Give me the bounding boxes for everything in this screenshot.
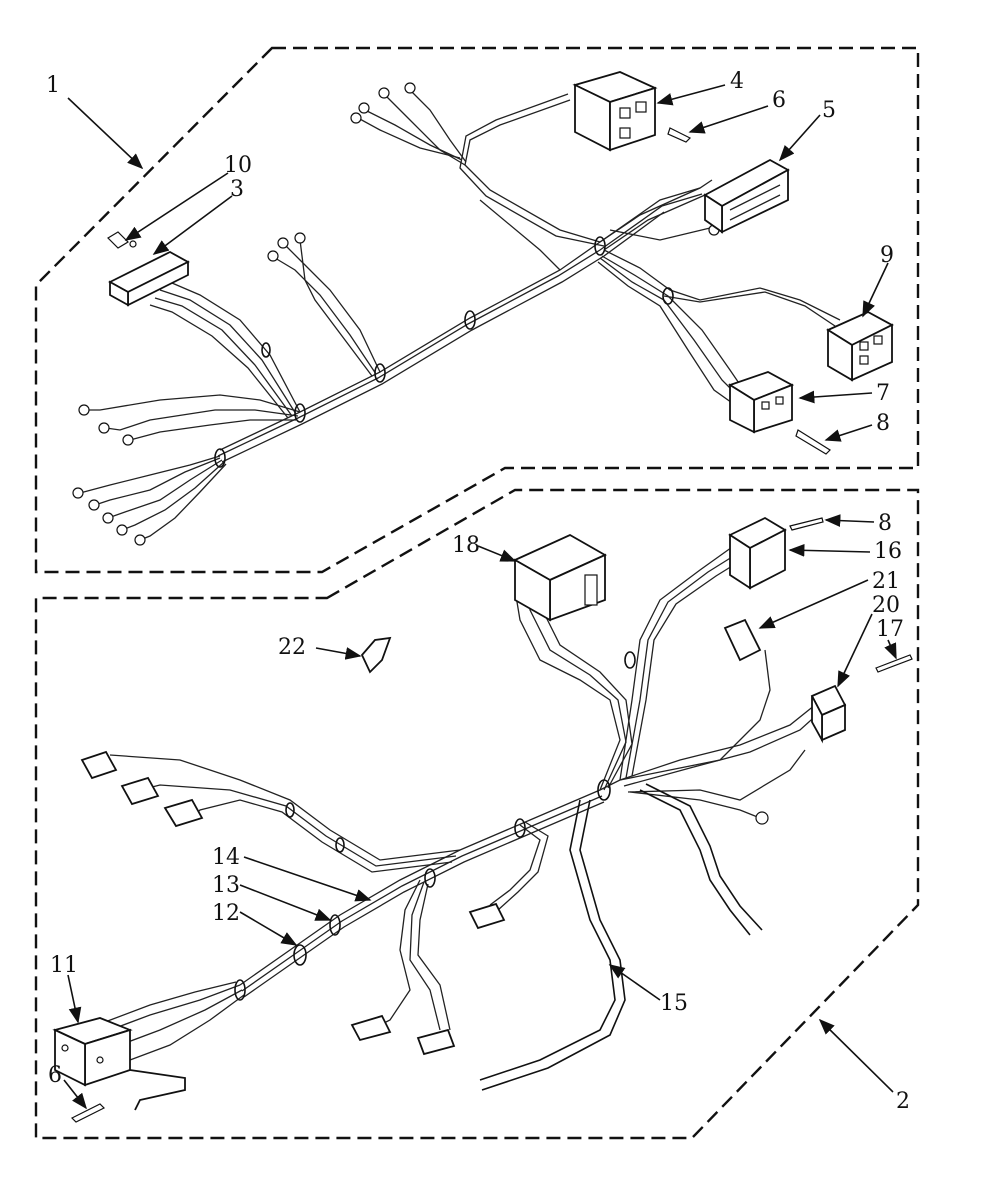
callout-16: 16: [874, 539, 902, 564]
callout-12: 12: [212, 901, 240, 926]
callout-14: 14: [212, 845, 240, 870]
callout-11: 11: [50, 953, 78, 978]
plug-left-3: [163, 798, 204, 828]
connector-7: [727, 371, 795, 434]
upper-assembly-frame: [34, 46, 920, 574]
callout-17: 17: [876, 617, 904, 642]
terminal-10: [107, 231, 137, 249]
callout-21: 21: [872, 569, 900, 594]
connector-20: [810, 684, 847, 744]
lower-harness: [104, 544, 821, 1091]
plug-bottom-1: [350, 1014, 392, 1042]
connector-3: [108, 250, 190, 307]
terminal-8-lower: [789, 517, 824, 531]
callout-8-upper: 8: [876, 411, 890, 436]
connector-21: [723, 618, 762, 662]
connector-5: [703, 158, 790, 234]
callout-6-lower: 6: [48, 1063, 62, 1088]
callout-13: 13: [212, 873, 240, 898]
callout-6-upper: 6: [772, 88, 786, 113]
terminal-6-lower: [70, 1103, 106, 1123]
callout-2: 2: [896, 1089, 910, 1114]
callout-1: 1: [46, 73, 60, 98]
plug-bottom-2: [416, 1028, 456, 1056]
callout-labels: 1 10 3 4 6 5 9 7 8 8 16 18 21 20 17 22 1…: [46, 69, 910, 1114]
terminal-8-upper: [795, 429, 831, 455]
upper-harness: [72, 82, 841, 546]
lower-assembly-frame: [34, 488, 920, 1140]
callout-20: 20: [872, 593, 900, 618]
terminal-17: [875, 654, 913, 673]
callout-18: 18: [452, 533, 480, 558]
connector-9: [826, 310, 894, 382]
callout-3: 3: [230, 177, 244, 202]
connector-4: [572, 71, 658, 152]
callout-5: 5: [822, 98, 836, 123]
plug-left-2: [120, 776, 160, 806]
callout-9: 9: [880, 243, 894, 268]
connector-18: [513, 533, 607, 622]
callout-4: 4: [730, 69, 744, 94]
terminal-6-upper: [667, 127, 692, 143]
plug-left-1: [80, 750, 118, 780]
callout-10: 10: [224, 153, 252, 178]
leader-lines: [63, 84, 897, 1110]
connector-11: [52, 1017, 186, 1111]
callout-8-lower: 8: [878, 511, 892, 536]
connector-16: [728, 516, 787, 590]
plug-middle: [468, 902, 506, 930]
callout-7: 7: [876, 381, 890, 406]
callout-22: 22: [278, 635, 306, 660]
clip-22: [360, 636, 392, 674]
callout-15: 15: [660, 991, 688, 1016]
